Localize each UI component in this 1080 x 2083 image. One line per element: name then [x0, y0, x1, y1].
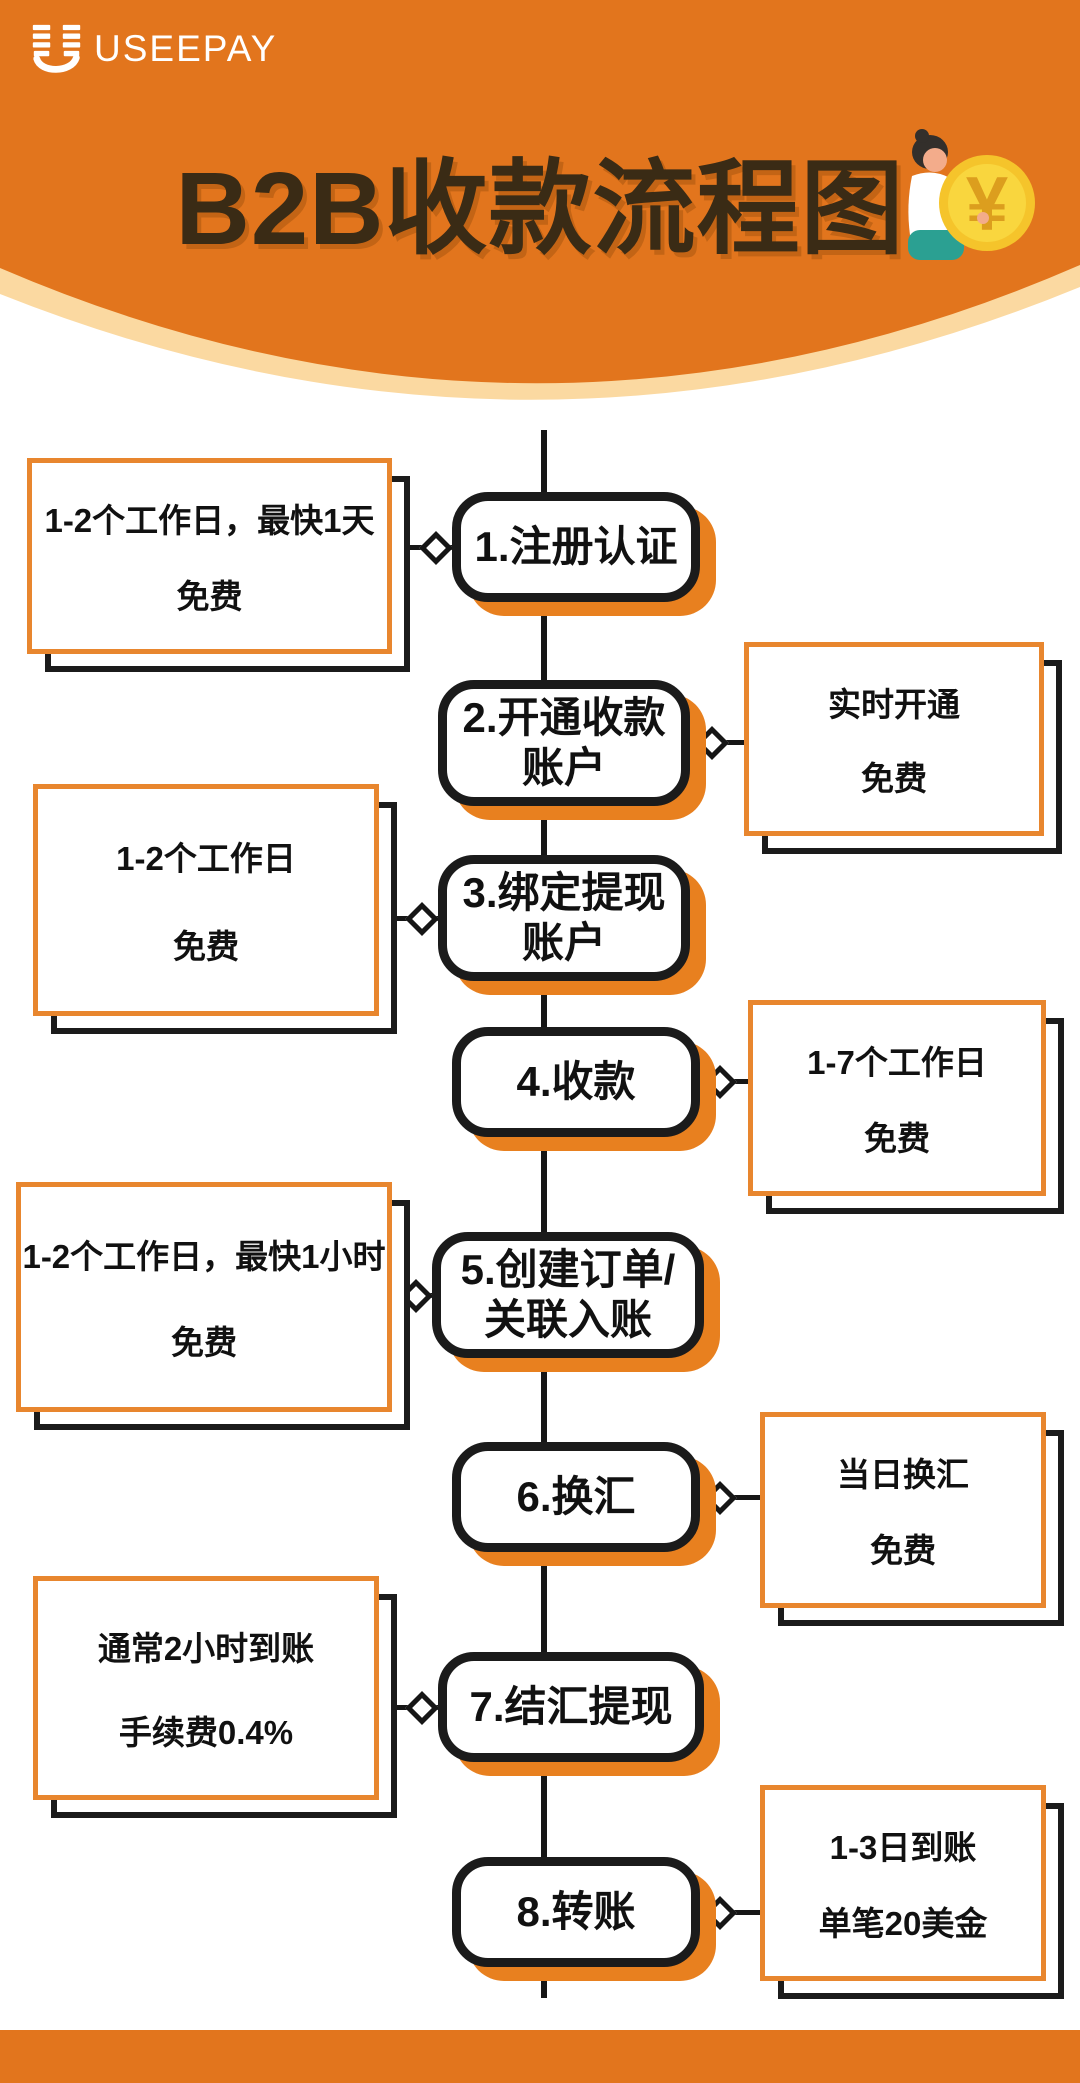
note-step-4: 1-7个工作日 免费	[748, 1000, 1064, 1214]
note-step-4-line-2: 免费	[864, 1119, 930, 1157]
connector-step-8	[702, 1895, 762, 1930]
flow-step-5: 5.创建订单/ 关联入账	[432, 1232, 704, 1358]
coin-currency-symbol: ¥	[966, 162, 1008, 247]
flow-step-4: 4.收款	[452, 1027, 700, 1137]
note-step-6: 当日换汇 免费	[760, 1412, 1064, 1626]
diamond-icon	[405, 1690, 439, 1725]
note-step-1-line-2: 免费	[176, 577, 243, 615]
connector-step-6	[702, 1480, 762, 1515]
brand-logo-text: USEEPAY	[94, 28, 278, 69]
flow-step-3: 3.绑定提现 账户	[438, 855, 690, 981]
note-step-2: 实时开通 免费	[744, 642, 1062, 854]
flow-step-4-label: 4.收款	[516, 1057, 636, 1105]
flow-step-6: 6.换汇	[452, 1442, 700, 1552]
header-orange-area	[0, 0, 1080, 384]
connector-step-7	[377, 1690, 440, 1725]
coin-icon: ¥	[939, 155, 1035, 251]
note-step-4-line-1: 1-7个工作日	[807, 1044, 987, 1082]
flow-step-3-label: 3.绑定提现 账户	[462, 868, 666, 966]
flow-step-8: 8.转账	[452, 1857, 700, 1967]
footer-band	[0, 2030, 1080, 2083]
note-step-3-line-2: 免费	[173, 927, 239, 965]
note-step-8-line-1: 1-3日到账	[829, 1829, 977, 1867]
note-step-5: 1-2个工作日，最快1小时 免费	[16, 1182, 410, 1430]
connector-step-1	[390, 530, 454, 565]
useepay-logo-icon	[32, 24, 81, 73]
note-step-7-line-2: 手续费0.4%	[118, 1714, 294, 1752]
diamond-icon	[405, 901, 439, 936]
note-step-5-line-2: 免费	[171, 1324, 237, 1362]
flow-step-1: 1.注册认证	[452, 492, 700, 602]
note-step-1: 1-2个工作日，最快1天 免费	[27, 458, 410, 672]
note-step-3: 1-2个工作日 免费	[33, 784, 397, 1034]
flow-step-7: 7.结汇提现	[438, 1652, 704, 1762]
diamond-icon	[703, 1480, 737, 1515]
coin-person-illustration: ¥	[908, 129, 1035, 260]
flow-step-6-label: 6.换汇	[516, 1472, 636, 1520]
diamond-icon	[419, 530, 453, 565]
note-step-3-line-1: 1-2个工作日	[116, 840, 296, 878]
header-background	[0, 0, 1080, 400]
flow-step-2: 2.开通收款 账户	[438, 680, 690, 806]
flow-step-1-label: 1.注册认证	[474, 522, 678, 570]
diamond-icon	[695, 725, 729, 760]
note-step-2-line-1: 实时开通	[828, 685, 960, 723]
flow-step-2-label: 2.开通收款 账户	[462, 693, 666, 791]
flow-step-8-label: 8.转账	[516, 1887, 636, 1935]
connector-step-3	[377, 901, 440, 936]
flow-spine-line	[541, 430, 547, 1998]
connector-step-2	[694, 725, 746, 760]
note-step-8-line-2: 单笔20美金	[818, 1904, 988, 1942]
note-step-1-line-1: 1-2个工作日，最快1天	[44, 502, 375, 540]
flow-step-5-label: 5.创建订单/ 关联入账	[460, 1245, 676, 1343]
connector-step-4	[702, 1064, 750, 1099]
note-step-6-line-1: 当日换汇	[837, 1456, 969, 1494]
brand-logo: USEEPAY	[28, 20, 277, 78]
flow-step-7-label: 7.结汇提现	[469, 1682, 673, 1730]
note-step-2-line-2: 免费	[861, 760, 927, 798]
page-title: B2B收款流程图	[175, 151, 905, 266]
note-step-6-line-2: 免费	[870, 1531, 936, 1569]
note-step-8: 1-3日到账 单笔20美金	[760, 1785, 1064, 1999]
diamond-icon	[703, 1064, 737, 1099]
note-step-7-line-1: 通常2小时到账	[97, 1629, 315, 1667]
diamond-icon	[703, 1895, 737, 1930]
note-step-7: 通常2小时到账 手续费0.4%	[33, 1576, 397, 1818]
connector-step-5	[390, 1278, 434, 1313]
person-hand	[977, 212, 989, 224]
note-step-5-line-1: 1-2个工作日，最快1小时	[22, 1237, 386, 1275]
